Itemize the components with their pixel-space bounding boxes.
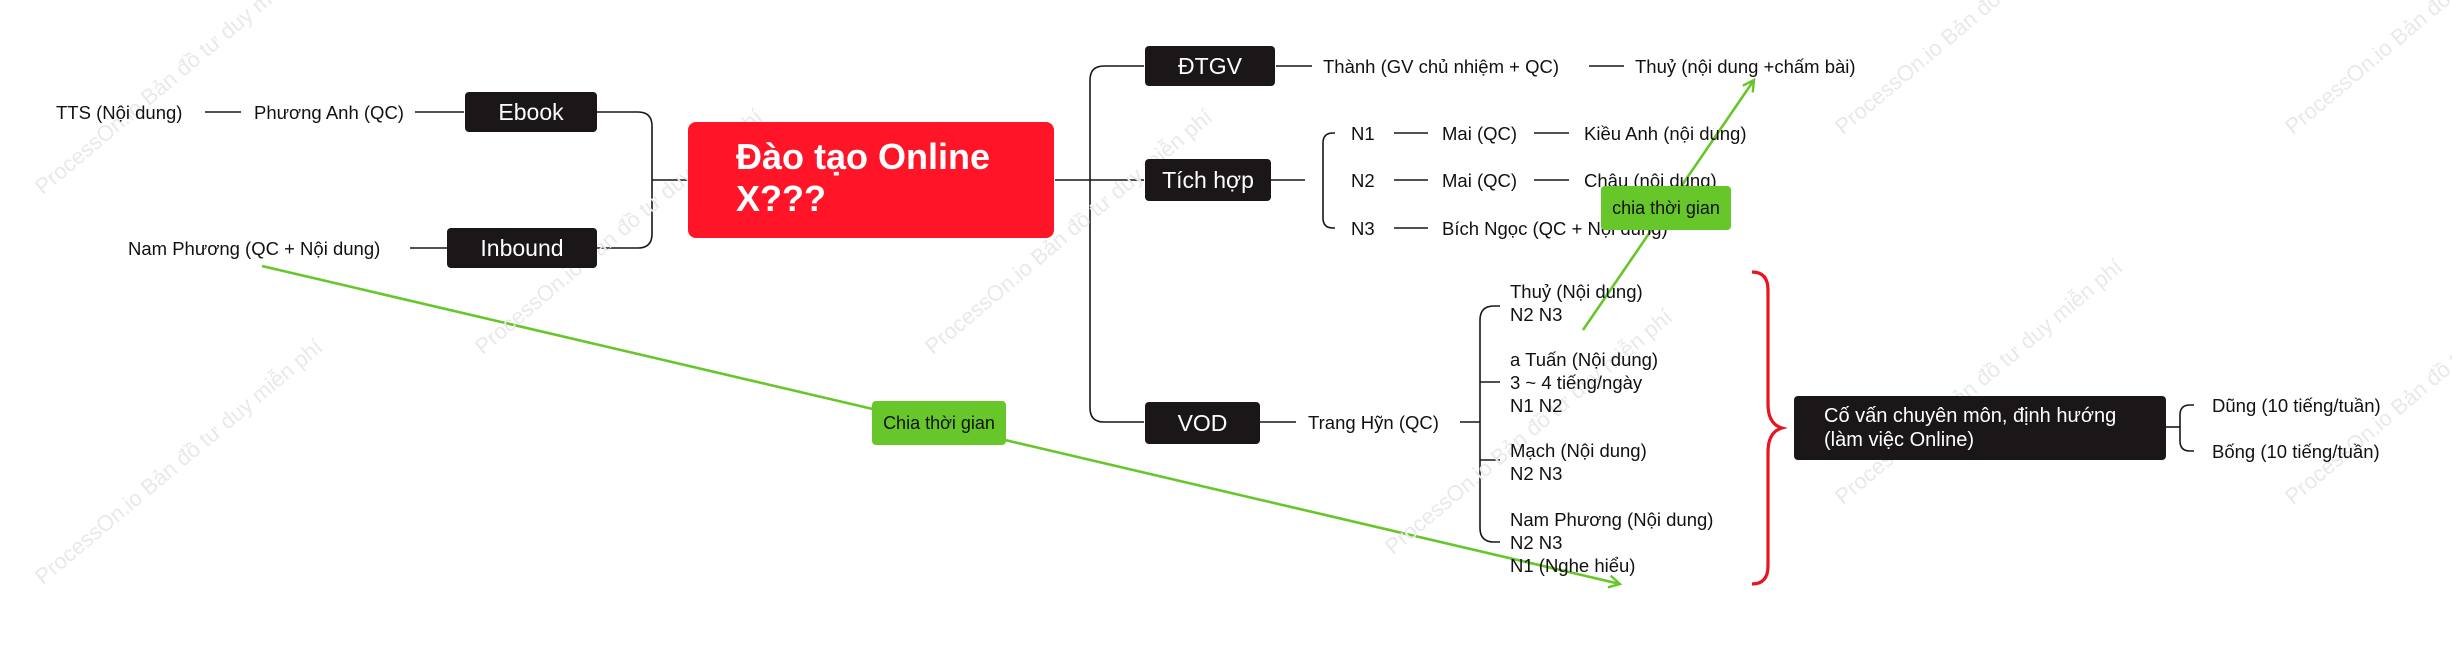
node-advisor[interactable]: Cố vấn chuyên môn, định hướng (làm việc … bbox=[1794, 396, 2166, 460]
callout-time-share-2[interactable]: chia thời gian bbox=[1601, 186, 1731, 230]
tichhop-level[interactable]: N1 bbox=[1351, 123, 1375, 144]
tichhop-content[interactable]: Kiều Anh (nội dung) bbox=[1584, 123, 1747, 144]
advisor-person[interactable]: Dũng (10 tiếng/tuần) bbox=[2212, 395, 2381, 416]
callout-time-share-1[interactable]: Chia thời gian bbox=[872, 401, 1006, 445]
dtgv-person-homeroom[interactable]: Thành (GV chủ nhiệm + QC) bbox=[1323, 56, 1559, 77]
advisor-person[interactable]: Bống (10 tiếng/tuần) bbox=[2212, 441, 2380, 462]
connector-vod-bracket bbox=[1479, 305, 1500, 543]
node-dtgv[interactable]: ĐTGV bbox=[1145, 46, 1275, 86]
vod-member[interactable]: Mạch (Nội dung) N2 N3 bbox=[1510, 440, 1647, 484]
vod-qc[interactable]: Trang Hỹn (QC) bbox=[1308, 412, 1439, 433]
central-topic[interactable]: Đào tạo Online X??? bbox=[688, 122, 1054, 238]
tichhop-qc[interactable]: Mai (QC) bbox=[1442, 123, 1518, 144]
tichhop-qc[interactable]: Mai (QC) bbox=[1442, 170, 1518, 191]
connector-ebook bbox=[597, 111, 653, 249]
connector-right-bracket bbox=[1089, 65, 1144, 423]
node-tich-hop[interactable]: Tích hợp bbox=[1145, 159, 1271, 201]
central-topic-line2: X??? bbox=[736, 178, 826, 219]
ebook-person-content[interactable]: TTS (Nội dung) bbox=[56, 102, 183, 123]
node-ebook[interactable]: Ebook bbox=[465, 92, 597, 132]
ebook-person-qc[interactable]: Phương Anh (QC) bbox=[254, 102, 404, 123]
inbound-person[interactable]: Nam Phương (QC + Nội dung) bbox=[128, 238, 381, 259]
red-brace-icon bbox=[1751, 270, 1788, 586]
tichhop-level[interactable]: N2 bbox=[1351, 170, 1375, 191]
node-inbound[interactable]: Inbound bbox=[447, 228, 597, 268]
connector-advisor-bracket bbox=[2179, 404, 2194, 452]
connector-tichhop-bracket bbox=[1322, 132, 1335, 229]
dtgv-person-content[interactable]: Thuỷ (nội dung +chấm bài) bbox=[1635, 56, 1856, 77]
vod-member[interactable]: a Tuấn (Nội dung) 3 ~ 4 tiếng/ngày N1 N2 bbox=[1510, 349, 1659, 416]
node-vod[interactable]: VOD bbox=[1145, 402, 1260, 444]
vod-member[interactable]: Thuỷ (Nội dung) N2 N3 bbox=[1510, 281, 1643, 325]
tichhop-level[interactable]: N3 bbox=[1351, 218, 1375, 239]
tichhop-content[interactable]: Châu (nội dung) bbox=[1584, 170, 1717, 191]
vod-member[interactable]: Nam Phương (Nội dung) N2 N3 N1 (Nghe hiể… bbox=[1510, 509, 1714, 576]
central-topic-line1: Đào tạo Online bbox=[736, 136, 991, 177]
